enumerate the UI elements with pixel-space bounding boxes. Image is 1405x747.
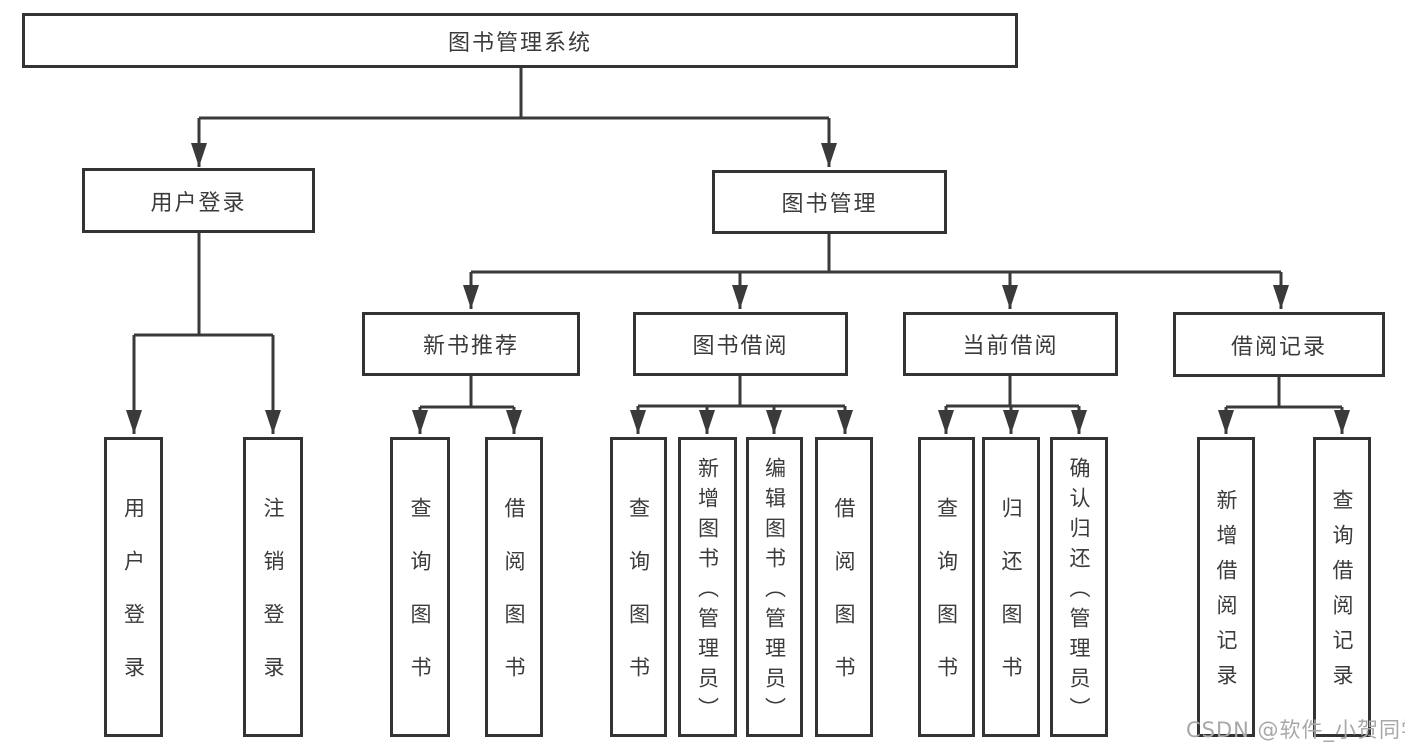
node-root-library-management-system: 图书管理系统 — [22, 13, 1018, 68]
node-user-login: 用户登录 — [82, 168, 315, 233]
node-current-borrowing: 当前借阅 — [903, 312, 1118, 376]
node-leaf-add-borrow-record: 新增借阅记录 — [1197, 437, 1255, 737]
node-book-management: 图书管理 — [712, 170, 947, 234]
node-leaf-return-books: 归还图书 — [982, 437, 1040, 737]
node-borrowing-records: 借阅记录 — [1173, 312, 1385, 377]
node-leaf-add-books-admin: 新增图书（管理员） — [678, 437, 737, 737]
node-leaf-query-books-borrowing: 查询图书 — [610, 437, 667, 737]
node-book-borrowing: 图书借阅 — [633, 312, 848, 376]
node-leaf-user-login: 用户登录 — [104, 437, 163, 737]
node-leaf-borrow-books-recommend: 借阅图书 — [485, 437, 543, 737]
csdn-watermark: CSDN @软件_小贺同学 — [1186, 718, 1405, 742]
node-leaf-query-borrow-record: 查询借阅记录 — [1313, 437, 1371, 737]
node-leaf-logout-login: 注销登录 — [243, 437, 303, 737]
node-leaf-edit-books-admin: 编辑图书（管理员） — [746, 437, 803, 737]
node-new-book-recommend: 新书推荐 — [362, 312, 580, 376]
node-leaf-query-books-current: 查询图书 — [918, 437, 975, 737]
node-leaf-borrow-books-borrowing: 借阅图书 — [815, 437, 873, 737]
node-leaf-query-books-recommend: 查询图书 — [390, 437, 450, 737]
node-leaf-confirm-return-admin: 确认归还（管理员） — [1050, 437, 1108, 737]
